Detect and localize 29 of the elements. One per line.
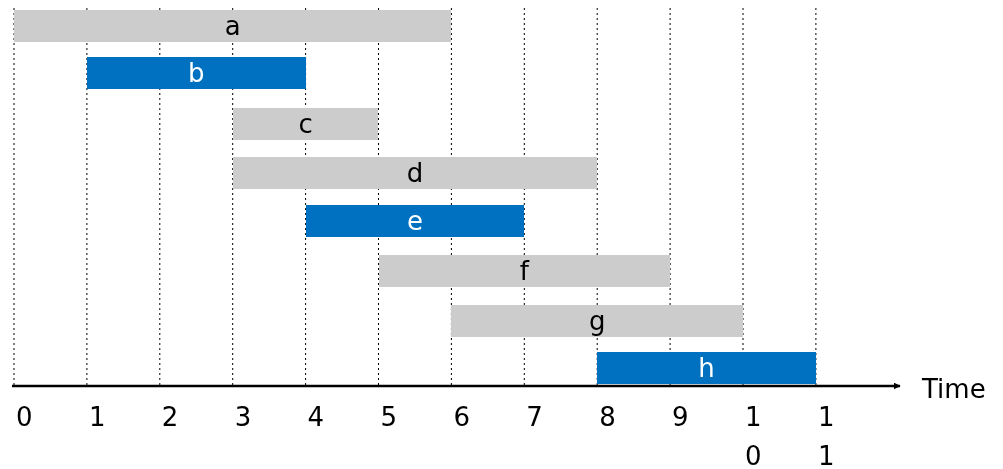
interval-label: c: [298, 111, 313, 137]
interval-bar: [378, 255, 671, 287]
interval-label: f: [519, 258, 529, 284]
tick-label: 6: [453, 401, 470, 434]
tick-label: 3: [234, 401, 252, 434]
interval-label: b: [187, 60, 205, 86]
tick-label: 2: [161, 401, 179, 434]
tick-label: 5: [380, 401, 398, 434]
interval-label: a: [224, 13, 241, 39]
axis-title: Time: [922, 373, 986, 406]
interval-label: g: [588, 308, 606, 334]
tick-label: 0: [16, 401, 33, 434]
tick-label: 10: [745, 401, 762, 469]
interval-bar: [451, 305, 743, 337]
interval-label: d: [406, 160, 424, 186]
interval-bar: [232, 157, 598, 189]
tick-label: 1: [88, 401, 106, 434]
tick-label: 11: [817, 401, 835, 469]
tick-label: 8: [599, 401, 616, 434]
interval-bar: [232, 108, 379, 140]
interval-label: h: [698, 355, 715, 381]
tick-label: 4: [307, 401, 325, 434]
interval-label: e: [406, 208, 423, 234]
interval-bar: [14, 10, 452, 42]
interval-bar: [86, 57, 306, 89]
tick-label: 9: [672, 401, 689, 434]
interval-bar: [305, 205, 525, 237]
tick-label: 7: [526, 401, 543, 434]
interval-bar: [597, 352, 816, 384]
